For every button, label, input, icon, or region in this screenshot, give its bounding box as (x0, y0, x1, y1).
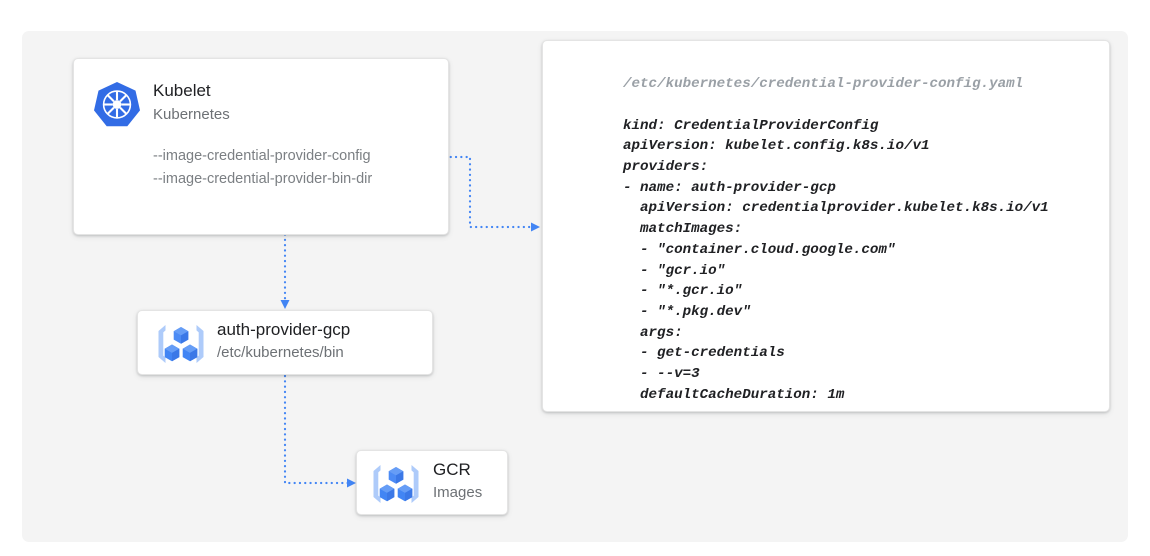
gcr-card-subtitle: Images (433, 484, 483, 501)
kubelet-card-subtitle: Kubernetes (153, 106, 230, 123)
gcp-container-registry-icon (152, 321, 210, 367)
yaml-line: defaultCacheDuration: 1m (623, 386, 845, 403)
yaml-line: - --v=3 (623, 366, 700, 383)
flag-image-credential-provider-bin-dir: --image-credential-provider-bin-dir (153, 171, 373, 187)
yaml-line: apiVersion: credentialprovider.kubelet.k… (623, 200, 1049, 217)
flag-image-credential-provider-config: --image-credential-provider-config (153, 148, 371, 164)
yaml-line: apiVersion: kubelet.config.k8s.io/v1 (623, 138, 930, 155)
yaml-line: args: (623, 324, 683, 341)
auth-provider-card-title: auth-provider-gcp (217, 320, 351, 339)
yaml-line: - "*.gcr.io" (623, 283, 743, 300)
yaml-line: - "*.pkg.dev" (623, 303, 751, 320)
yaml-filename: /etc/kubernetes/credential-provider-conf… (623, 76, 1024, 93)
credential-provider-config-card[interactable]: /etc/kubernetes/credential-provider-conf… (542, 40, 1110, 412)
yaml-code-block: /etc/kubernetes/credential-provider-conf… (623, 74, 1049, 405)
kubernetes-icon (91, 79, 143, 131)
yaml-line: - "container.cloud.google.com" (623, 241, 896, 258)
yaml-spacer (623, 95, 1049, 116)
auth-provider-card-subtitle: /etc/kubernetes/bin (217, 344, 344, 361)
gcr-card[interactable]: GCR Images (356, 450, 508, 515)
gcp-container-registry-icon (367, 461, 425, 507)
yaml-line: - "gcr.io" (623, 262, 726, 279)
yaml-line: - get-credentials (623, 345, 785, 362)
gcr-card-title: GCR (433, 460, 471, 479)
yaml-line: providers: (623, 158, 709, 175)
yaml-line: matchImages: (623, 221, 743, 238)
auth-provider-gcp-card[interactable]: auth-provider-gcp /etc/kubernetes/bin (137, 310, 433, 375)
yaml-line: - name: auth-provider-gcp (623, 179, 836, 196)
kubelet-card[interactable]: Kubelet Kubernetes --image-credential-pr… (73, 58, 449, 235)
yaml-line: kind: CredentialProviderConfig (623, 117, 879, 134)
connector-auth-provider-to-gcr (283, 374, 356, 488)
kubelet-card-title: Kubelet (153, 81, 211, 100)
